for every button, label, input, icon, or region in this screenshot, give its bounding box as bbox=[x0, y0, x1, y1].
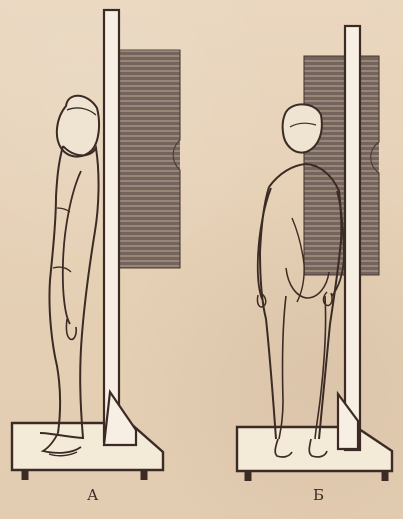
left-shadow-panel bbox=[116, 50, 180, 268]
right-base-platform bbox=[237, 427, 392, 471]
left-arm bbox=[63, 171, 81, 324]
right-measuring-post bbox=[345, 26, 360, 450]
figure-label-a: А bbox=[87, 488, 98, 503]
left-measuring-post bbox=[104, 10, 119, 442]
figure-label-b: Б bbox=[313, 488, 324, 503]
left-base-platform bbox=[12, 423, 163, 470]
right-head bbox=[283, 104, 322, 152]
right-stand-figure bbox=[237, 26, 392, 481]
left-body-front bbox=[49, 146, 63, 433]
left-stand-figure bbox=[12, 10, 180, 480]
left-chest-line bbox=[57, 208, 70, 212]
left-hand bbox=[66, 319, 76, 339]
right-body-left-side bbox=[260, 187, 276, 439]
right-left-leg bbox=[279, 296, 286, 439]
